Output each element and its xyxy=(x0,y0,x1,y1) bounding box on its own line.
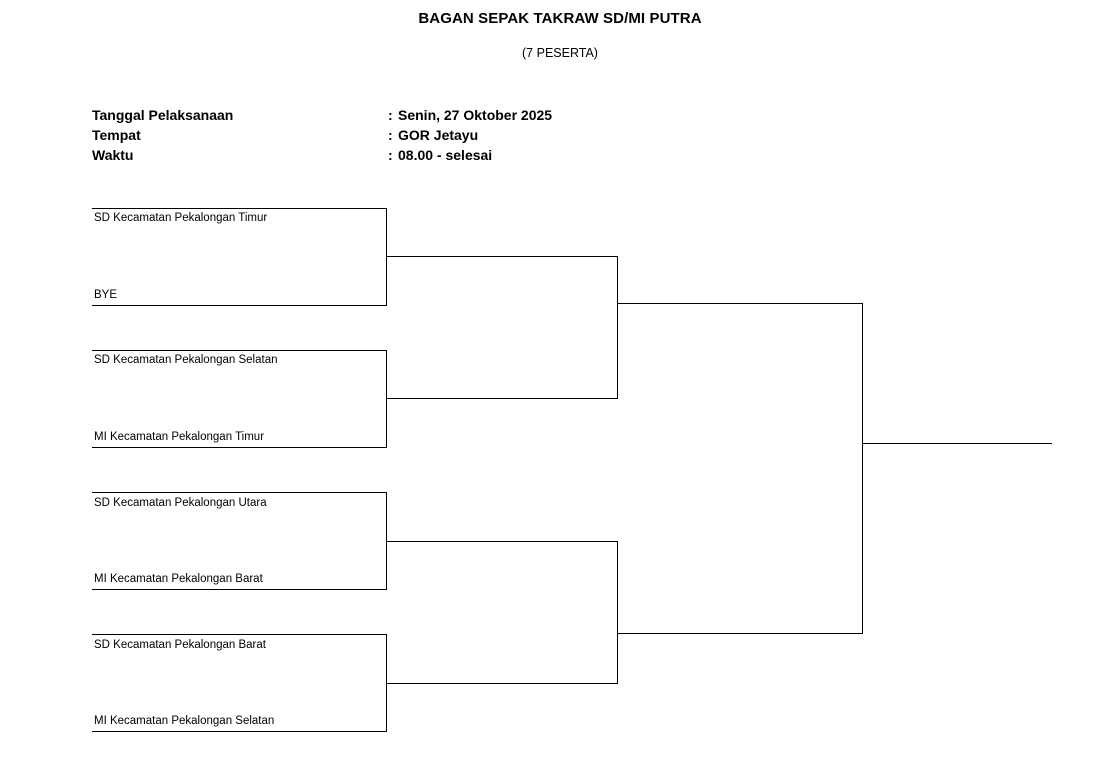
info-row-venue: Tempat : GOR Jetayu xyxy=(92,125,692,145)
info-value-venue: GOR Jetayu xyxy=(398,127,479,143)
semifinal2-right-connector xyxy=(617,541,618,684)
semifinal2-bottom-rule xyxy=(386,683,617,684)
match1-team-top[interactable]: SD Kecamatan Pekalongan Timur xyxy=(94,212,268,224)
match1-team-bottom[interactable]: BYE xyxy=(94,289,118,301)
match3-team-bottom[interactable]: MI Kecamatan Pekalongan Barat xyxy=(94,573,263,585)
match2-right-connector xyxy=(386,350,387,448)
info-value-date: Senin, 27 Oktober 2025 xyxy=(398,107,553,123)
info-label-time: Waktu xyxy=(92,147,134,163)
info-value-time: 08.00 - selesai xyxy=(398,147,493,163)
info-row-time: Waktu : 08.00 - selesai xyxy=(92,145,692,165)
info-separator-time: : xyxy=(388,147,393,163)
champion-rule xyxy=(862,443,1052,444)
match4-team-bottom[interactable]: MI Kecamatan Pekalongan Selatan xyxy=(94,715,275,727)
info-row-date: Tanggal Pelaksanaan : Senin, 27 Oktober … xyxy=(92,105,692,125)
final-right-connector xyxy=(862,303,863,634)
match1-top-rule xyxy=(92,208,386,209)
page-title: BAGAN SEPAK TAKRAW SD/MI PUTRA xyxy=(418,10,702,27)
event-info: Tanggal Pelaksanaan : Senin, 27 Oktober … xyxy=(92,105,692,165)
match3-bottom-rule xyxy=(92,589,386,590)
match2-top-rule xyxy=(92,350,386,351)
match3-top-rule xyxy=(92,492,386,493)
semifinal1-bottom-rule xyxy=(386,398,617,399)
match3-team-top[interactable]: SD Kecamatan Pekalongan Utara xyxy=(94,497,267,509)
match4-team-top[interactable]: SD Kecamatan Pekalongan Barat xyxy=(94,639,266,651)
semifinal1-right-connector xyxy=(617,256,618,399)
info-separator-venue: : xyxy=(388,127,393,143)
final-bottom-rule xyxy=(617,633,862,634)
match2-bottom-rule xyxy=(92,447,386,448)
match2-team-top[interactable]: SD Kecamatan Pekalongan Selatan xyxy=(94,354,278,366)
match4-bottom-rule xyxy=(92,731,386,732)
match1-right-connector xyxy=(386,208,387,306)
info-label-venue: Tempat xyxy=(92,127,141,143)
info-separator-date: : xyxy=(388,107,393,123)
semifinal2-top-rule xyxy=(386,541,617,542)
semifinal1-top-rule xyxy=(386,256,617,257)
final-top-rule xyxy=(617,303,862,304)
page-subtitle: (7 PESERTA) xyxy=(522,46,598,60)
match1-bottom-rule xyxy=(92,305,386,306)
match4-top-rule xyxy=(92,634,386,635)
match2-team-bottom[interactable]: MI Kecamatan Pekalongan Timur xyxy=(94,431,265,443)
info-label-date: Tanggal Pelaksanaan xyxy=(92,107,234,123)
